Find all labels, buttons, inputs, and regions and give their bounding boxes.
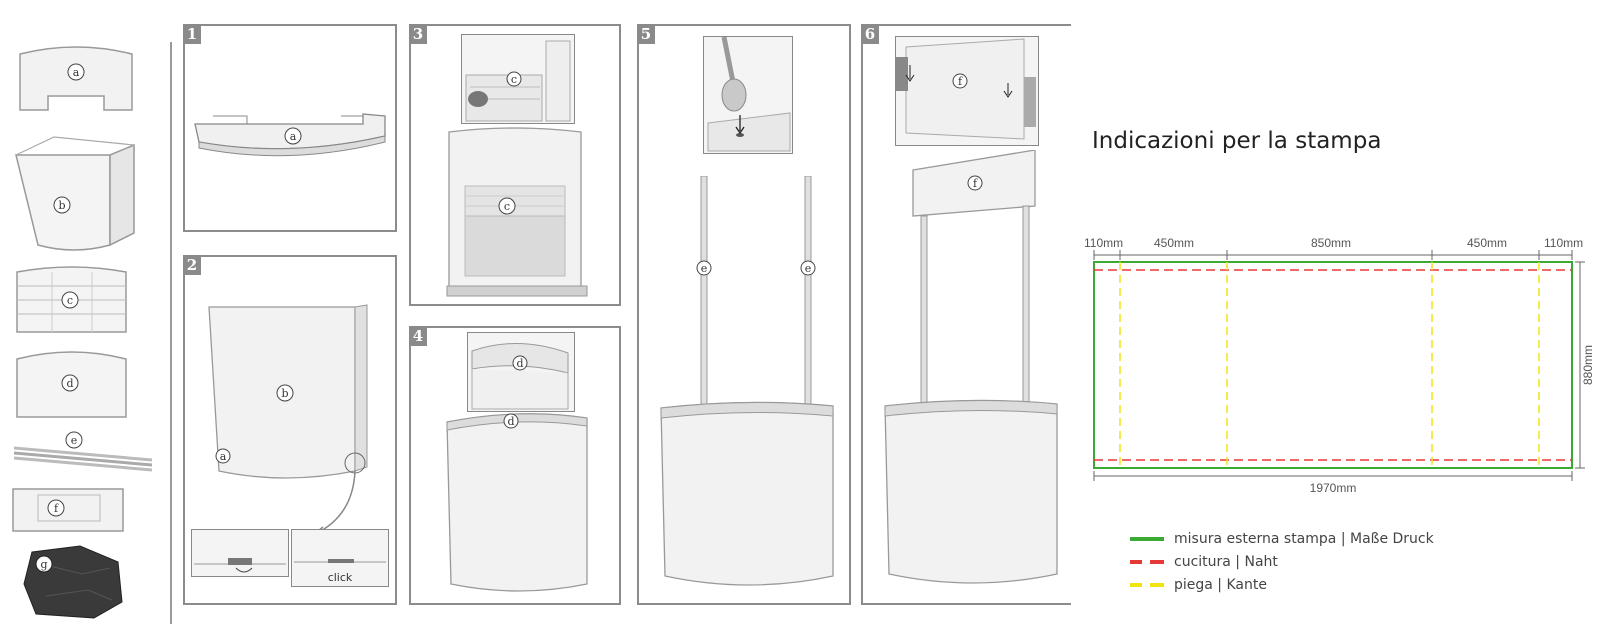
step-3-label: c <box>504 200 510 213</box>
outer-print-border <box>1093 261 1573 469</box>
step-6-detail: f <box>895 36 1039 146</box>
part-a-label: a <box>73 66 80 79</box>
step-2-number: 2 <box>183 255 201 275</box>
step-5-stand-illustration: e e <box>660 176 834 586</box>
part-b-label: b <box>58 199 65 212</box>
legend-label-seam: cucitura | Naht <box>1174 553 1278 570</box>
part-b-panel: b <box>15 136 135 251</box>
step-3-number: 3 <box>409 24 427 44</box>
legend-swatch-yellow <box>1130 582 1164 587</box>
step-3-counter-illustration: c <box>446 127 588 297</box>
part-c-shelf: c <box>16 266 127 333</box>
step-1-label: a <box>290 130 297 143</box>
part-d-label: d <box>66 377 73 390</box>
legend-label-outer: misura esterna stampa | Maße Druck <box>1174 530 1434 547</box>
legend-item-fold: piega | Kante <box>1130 573 1434 596</box>
part-f-label: f <box>54 502 59 515</box>
legend-swatch-green <box>1130 536 1164 541</box>
step-4-panel: 4 d d <box>409 326 621 605</box>
part-c-label: c <box>67 294 73 307</box>
step-2-panel: 2 b a click <box>183 255 397 605</box>
width-label: 1970mm <box>1310 481 1357 495</box>
step-6-detail-label: f <box>958 75 963 88</box>
step-2-detail-2: click <box>291 529 389 587</box>
step-5-detail <box>703 36 793 154</box>
step-5-panel: 5 e e <box>637 24 851 605</box>
step-6-label: f <box>973 177 978 190</box>
legend-item-outer: misura esterna stampa | Maße Druck <box>1130 527 1434 550</box>
part-a-tray: a <box>19 46 133 111</box>
step-4-detail-label: d <box>516 357 523 370</box>
part-g-bag: g <box>23 545 123 619</box>
step-2-label-a: a <box>220 450 227 463</box>
dim-450-left: 450mm <box>1154 236 1194 250</box>
column-divider <box>170 42 172 624</box>
step-4-label: d <box>507 415 514 428</box>
step-4-number: 4 <box>409 326 427 346</box>
step-4-counter-illustration: d <box>446 413 588 592</box>
step-3-panel: 3 c c <box>409 24 621 306</box>
part-d-top: d <box>16 351 127 418</box>
dim-110-left: 110mm <box>1084 236 1123 250</box>
part-f-header: f <box>12 488 124 532</box>
print-title: Indicazioni per la stampa <box>1092 128 1382 154</box>
step-1-panel: 1 a <box>183 24 397 232</box>
step-2-panel-illustration: b a <box>208 304 368 479</box>
step-1-tray-illustration: a <box>194 113 386 157</box>
part-e-label: e <box>71 434 78 447</box>
legend-label-fold: piega | Kante <box>1174 576 1267 593</box>
step-2-click-label: click <box>327 571 353 584</box>
height-label: 880mm <box>1581 345 1595 385</box>
step-6-number: 6 <box>861 24 879 44</box>
step-5-label-right: e <box>805 262 812 275</box>
legend-swatch-red <box>1130 559 1164 564</box>
step-5-number: 5 <box>637 24 655 44</box>
step-3-detail: c <box>461 34 575 124</box>
part-e-poles: e <box>13 431 153 472</box>
step-3-detail-label: c <box>511 73 517 86</box>
step-6-panel: 6 f f <box>861 24 1071 605</box>
step-2-detail-1 <box>191 529 289 577</box>
dim-850: 850mm <box>1311 236 1351 250</box>
print-layout-diagram: 110mm 450mm 850mm 450mm 110mm 1970mm 880… <box>1084 236 1595 495</box>
step-5-label-left: e <box>701 262 708 275</box>
step-4-detail: d <box>467 332 575 412</box>
print-legend: misura esterna stampa | Maße Druck cucit… <box>1130 527 1434 596</box>
dim-450-right: 450mm <box>1467 236 1507 250</box>
step-6-stand-illustration: f <box>884 150 1058 584</box>
step-1-number: 1 <box>183 24 201 44</box>
legend-item-seam: cucitura | Naht <box>1130 550 1434 573</box>
part-g-label: g <box>40 558 47 571</box>
dim-110-right: 110mm <box>1544 236 1583 250</box>
step-2-label-b: b <box>281 387 288 400</box>
